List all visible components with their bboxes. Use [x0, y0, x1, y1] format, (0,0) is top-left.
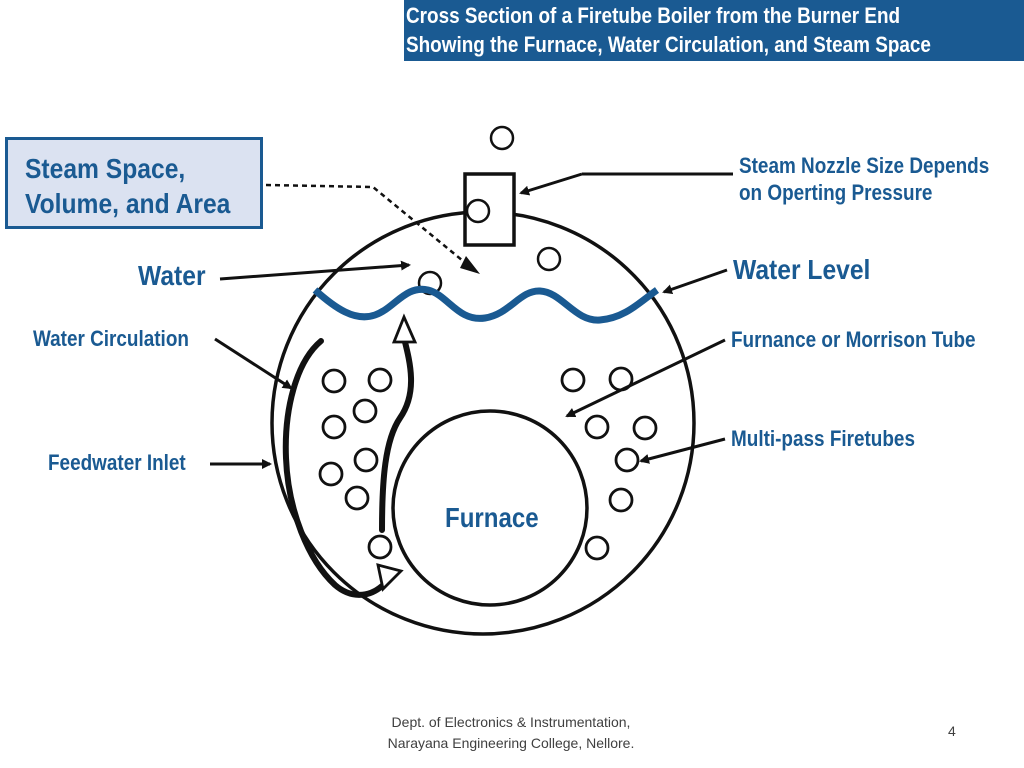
nozzle-bubble	[465, 198, 491, 224]
steam-space-leader	[265, 183, 475, 271]
furnace-tube	[391, 409, 589, 607]
steam-nozzle-arrow-tip	[519, 172, 583, 196]
water-level-label: Water Level	[733, 254, 871, 285]
water-arrow	[219, 260, 411, 281]
circulation-arrow-bottom	[376, 563, 404, 592]
water-circulation-arrow	[214, 337, 293, 390]
footer-line-1: Dept. of Electronics & Instrumentation,	[391, 714, 631, 730]
firetube	[632, 415, 658, 441]
firetube	[608, 487, 634, 513]
firetube	[353, 447, 379, 473]
slide-title-line-1: Cross Section of a Firetube Boiler from …	[406, 3, 901, 28]
firetube	[367, 367, 393, 393]
steam-space-label-line-2: Volume, and Area	[25, 188, 231, 219]
slide-title-line-2: Showing the Furnace, Water Circulation, …	[406, 32, 931, 57]
firetubes-left	[318, 367, 393, 560]
steam-bubble-top	[489, 125, 515, 151]
firetube	[584, 535, 610, 561]
firetube	[367, 534, 393, 560]
slide-footer: Dept. of Electronics & Instrumentation, …	[363, 712, 659, 754]
steam-space-callout: Steam Space, Volume, and Area	[5, 137, 263, 229]
feedwater-inlet-label: Feedwater Inlet	[48, 450, 186, 475]
water-label: Water	[138, 260, 206, 291]
circulation-path-riser	[379, 335, 414, 533]
steam-nozzle-label-line-2: on Operting Pressure	[739, 180, 933, 205]
firetubes-arrow	[639, 437, 726, 464]
water-circulation-label: Water Circulation	[33, 326, 189, 351]
firetube	[614, 447, 640, 473]
water-level-wave	[312, 285, 660, 324]
slide-title-banner: Cross Section of a Firetube Boiler from …	[404, 0, 1024, 61]
steam-nozzle-label-line-1: Steam Nozzle Size Depends	[739, 153, 990, 178]
circulation-path-outer	[282, 338, 385, 598]
steam-bubble	[536, 246, 562, 272]
firetubes-label: Multi-pass Firetubes	[731, 426, 915, 451]
steam-space-leader-arrowhead	[460, 256, 480, 274]
footer-line-2: Narayana Engineering College, Nellore.	[387, 735, 635, 751]
firetube	[321, 368, 347, 394]
water-level-arrow	[662, 268, 728, 295]
steam-space-label-line-1: Steam Space,	[25, 153, 186, 184]
firetube	[321, 414, 347, 440]
firetube	[560, 367, 586, 393]
furnace-tube-arrow	[565, 338, 726, 418]
firetube	[344, 485, 370, 511]
firetube	[352, 398, 378, 424]
firetube	[584, 414, 610, 440]
firetube	[318, 461, 344, 487]
furnace-tube-label: Furnance or Morrison Tube	[731, 327, 976, 352]
page-number: 4	[948, 723, 956, 739]
circulation-arrow-up	[391, 313, 418, 344]
furnace-label: Furnace	[445, 502, 539, 533]
